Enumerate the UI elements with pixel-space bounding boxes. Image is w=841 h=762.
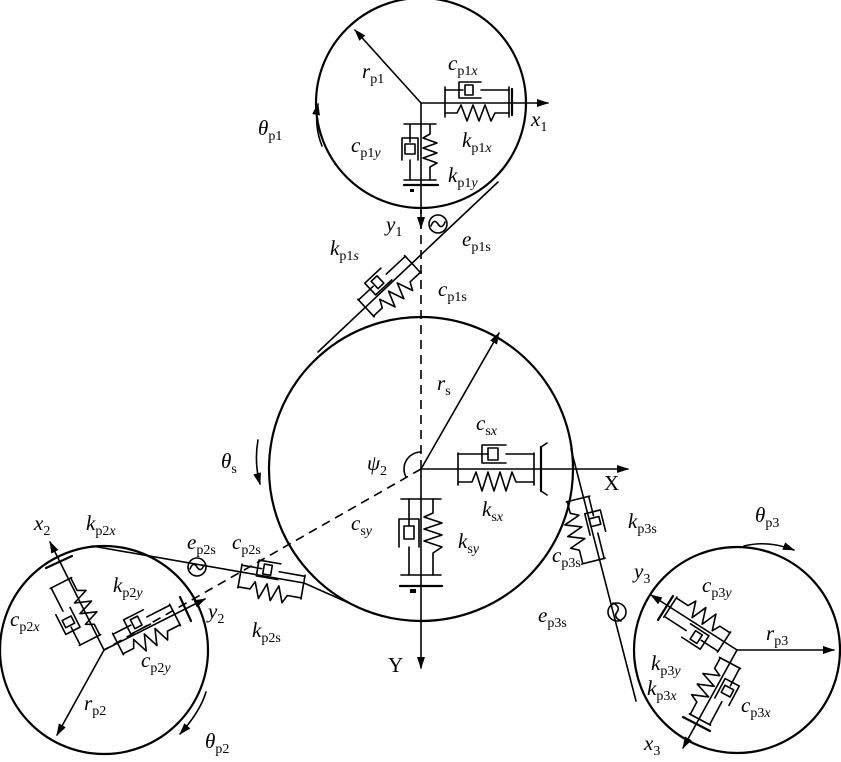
label-ep1s: ep1s bbox=[462, 227, 491, 255]
label-cp2y: cp2y bbox=[141, 648, 171, 676]
label-ksy: ksy bbox=[458, 529, 480, 557]
planet3-axis-y3 bbox=[650, 594, 738, 651]
label-ksx: ksx bbox=[482, 497, 504, 525]
mesh-error-p1s-symbol bbox=[428, 214, 448, 234]
planet3-axis-x3 bbox=[682, 649, 738, 749]
label-thp2: θp2 bbox=[205, 729, 229, 757]
label-cp2s: cp2s bbox=[232, 530, 261, 558]
label-rp2: rp2 bbox=[84, 691, 106, 719]
label-cp3s: cp3s bbox=[552, 543, 581, 571]
planet2-axis-x2 bbox=[49, 541, 105, 651]
planet1-x-spring-damper bbox=[444, 81, 510, 122]
planet2-axis-y2 bbox=[103, 598, 206, 651]
label-y2: y2 bbox=[206, 599, 224, 627]
label-y1: y1 bbox=[384, 212, 402, 240]
planet1-y-ground-mark bbox=[410, 189, 414, 192]
label-x2: x2 bbox=[33, 511, 50, 539]
label-y3: y3 bbox=[632, 559, 650, 587]
label-csx: csx bbox=[476, 411, 498, 439]
planet-gear-3 bbox=[632, 545, 841, 755]
planet3-y-ground bbox=[656, 594, 675, 622]
mesh-line-p3-s bbox=[570, 448, 637, 702]
planet1-y-spring-damper bbox=[401, 123, 438, 181]
label-rp3: rp3 bbox=[766, 621, 788, 649]
theta-s-rotation-arrow bbox=[253, 439, 261, 485]
label-kp2s: kp2s bbox=[252, 618, 281, 646]
label-kp1s: kp1s bbox=[330, 236, 359, 264]
sun-x-ground-support bbox=[539, 442, 548, 496]
labels-layer: rp1 cp1x x1 kp1x θp1 cp1y kp1y y1 ep1s kp1s cp1s rs… bbox=[10, 51, 788, 759]
label-Y: Y bbox=[388, 653, 403, 677]
label-psi2: ψ2 bbox=[367, 451, 387, 479]
label-cp2x: cp2x bbox=[10, 607, 40, 635]
label-x1: x1 bbox=[530, 107, 547, 135]
mesh-line-p2-s-lower bbox=[303, 582, 359, 608]
sun-y-spring-damper bbox=[398, 498, 443, 576]
mesh-line-p1-s bbox=[317, 181, 499, 353]
label-ep2s: ep2s bbox=[187, 530, 216, 558]
sun-y-ground-mark bbox=[410, 589, 416, 593]
label-kp2y: kp2y bbox=[113, 573, 143, 601]
mesh-error-p2s-symbol bbox=[187, 557, 207, 577]
label-x3: x3 bbox=[643, 731, 660, 759]
planet1-radius-line bbox=[354, 29, 422, 104]
planet2-radius-line bbox=[56, 649, 105, 736]
label-thp1: θp1 bbox=[258, 116, 282, 144]
label-kp3y: kp3y bbox=[651, 651, 681, 679]
label-cp3x: cp3x bbox=[741, 693, 771, 721]
label-kp1y: kp1y bbox=[448, 163, 478, 191]
sun-x-spring-damper bbox=[457, 444, 535, 492]
planet2-x-ground bbox=[44, 554, 74, 570]
label-kp3s: kp3s bbox=[628, 509, 657, 537]
label-rp1: rp1 bbox=[362, 59, 384, 87]
label-cp3y: cp3y bbox=[702, 573, 732, 601]
theta-p3-rotation-arrow bbox=[743, 542, 795, 551]
sun-radius-line bbox=[420, 332, 500, 470]
mesh-error-p3s-symbol bbox=[607, 602, 627, 622]
label-cp1s: cp1s bbox=[438, 277, 467, 305]
planet3-x-ground bbox=[681, 715, 712, 733]
planet2-y-ground bbox=[178, 595, 193, 623]
theta-p1-rotation-arrow bbox=[312, 103, 323, 147]
dashed-line-sun-planet2 bbox=[103, 468, 422, 651]
label-kp1x: kp1x bbox=[462, 128, 492, 156]
label-ths: θs bbox=[221, 449, 237, 477]
psi2-angle-arc bbox=[403, 451, 422, 478]
label-cp1x: cp1x bbox=[448, 51, 478, 79]
theta-p2-rotation-arrow bbox=[179, 691, 207, 735]
label-csy: csy bbox=[351, 511, 373, 539]
mesh-line-p2-s-upper bbox=[91, 545, 305, 584]
label-thp3: θp3 bbox=[755, 503, 779, 531]
planet-gear-2 bbox=[0, 544, 210, 756]
label-cp1y: cp1y bbox=[351, 133, 381, 161]
label-kp2x: kp2x bbox=[86, 511, 116, 539]
label-X: X bbox=[604, 471, 619, 495]
label-rs: rs bbox=[437, 371, 451, 399]
label-kp3x: kp3x bbox=[647, 676, 677, 704]
label-ep3s: ep3s bbox=[538, 603, 567, 631]
